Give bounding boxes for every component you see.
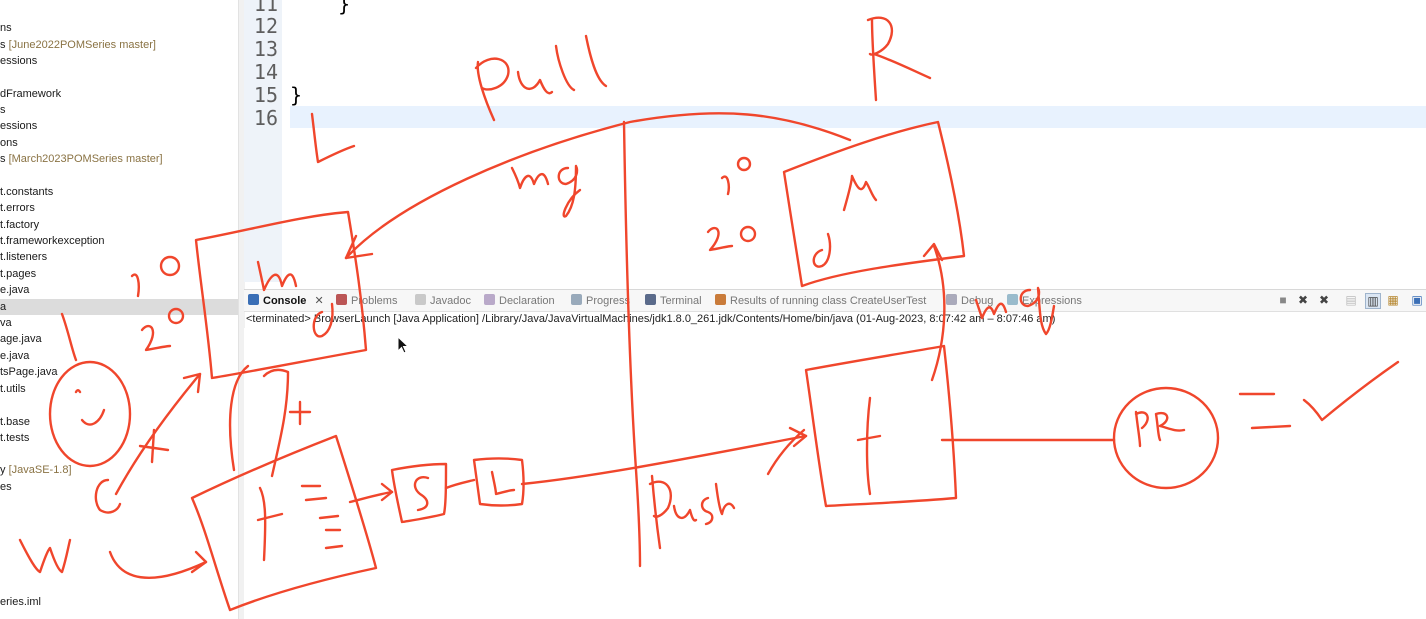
line-number: 15 bbox=[253, 83, 278, 107]
git-repo-label: [March2023POMSeries master] bbox=[8, 153, 163, 165]
line-number: 13 bbox=[253, 37, 278, 61]
line-number: 12 bbox=[253, 14, 278, 38]
tree-item[interactable]: y [JavaSE-1.8] bbox=[0, 464, 72, 476]
mouse-pointer-icon bbox=[397, 336, 409, 354]
testng-icon bbox=[715, 294, 726, 305]
tree-item[interactable]: es bbox=[0, 481, 12, 493]
declaration-icon bbox=[484, 294, 495, 305]
console-view-tabbar: Console ✕ Problems Javadoc Declaration P… bbox=[244, 289, 1426, 312]
tree-item[interactable]: va bbox=[0, 317, 12, 329]
tree-item[interactable]: tsPage.java bbox=[0, 366, 58, 378]
line-number-gutter: 11 12 13 14 15 16 bbox=[244, 0, 282, 282]
code-line: } bbox=[290, 0, 351, 16]
line-number: 14 bbox=[253, 60, 278, 84]
display-console-icon[interactable]: ▣ bbox=[1411, 293, 1423, 307]
jre-library-label: [JavaSE-1.8] bbox=[8, 464, 72, 476]
current-line-highlight bbox=[290, 106, 1426, 128]
tree-item[interactable]: t.tests bbox=[0, 432, 30, 444]
tab-console[interactable]: Console ✕ bbox=[248, 293, 324, 309]
tab-javadoc[interactable]: Javadoc bbox=[415, 293, 471, 309]
tree-item[interactable]: t.constants bbox=[0, 186, 54, 198]
remove-launch-icon[interactable]: ✖ bbox=[1297, 293, 1309, 307]
terminal-icon bbox=[645, 294, 656, 305]
tree-item[interactable]: s [March2023POMSeries master] bbox=[0, 153, 163, 165]
tree-item[interactable]: age.java bbox=[0, 333, 42, 345]
word-wrap-icon[interactable]: ▦ bbox=[1387, 293, 1399, 307]
tree-item[interactable]: essions bbox=[0, 120, 38, 132]
tree-item[interactable]: ns bbox=[0, 22, 12, 34]
code-line: } bbox=[290, 83, 303, 107]
problems-icon bbox=[336, 294, 347, 305]
tree-item[interactable]: essions bbox=[0, 55, 38, 67]
progress-icon bbox=[571, 294, 582, 305]
terminate-icon[interactable]: ■ bbox=[1279, 293, 1287, 307]
line-number: 11 bbox=[253, 0, 278, 16]
debug-icon bbox=[946, 294, 957, 305]
console-launch-status: <terminated> BrowserLaunch [Java Applica… bbox=[246, 313, 1056, 325]
project-explorer: ns s [June2022POMSeries master] essions … bbox=[0, 0, 238, 619]
tree-item[interactable]: t.errors bbox=[0, 202, 35, 214]
tab-testng-results[interactable]: Results of running class CreateUserTest bbox=[715, 293, 926, 309]
tree-item[interactable]: s bbox=[0, 104, 6, 116]
tab-progress[interactable]: Progress bbox=[571, 293, 630, 309]
tree-item[interactable]: t.factory bbox=[0, 219, 40, 231]
tree-item[interactable]: t.frameworkexception bbox=[0, 235, 105, 247]
tree-item[interactable]: dFramework bbox=[0, 88, 62, 100]
git-repo-label: [June2022POMSeries master] bbox=[8, 39, 156, 51]
tab-expressions[interactable]: Expressions bbox=[1007, 293, 1082, 309]
tab-debug[interactable]: Debug bbox=[946, 293, 993, 309]
tree-item[interactable]: t.pages bbox=[0, 268, 37, 280]
tree-item[interactable]: t.base bbox=[0, 416, 30, 428]
close-icon[interactable]: ✕ bbox=[314, 295, 324, 307]
tree-item[interactable]: t.utils bbox=[0, 383, 26, 395]
expressions-icon bbox=[1007, 294, 1018, 305]
tree-item-selected[interactable]: a bbox=[0, 299, 238, 315]
tab-declaration[interactable]: Declaration bbox=[484, 293, 555, 309]
console-icon bbox=[248, 294, 259, 305]
scroll-lock-icon[interactable]: ▥ bbox=[1365, 293, 1381, 309]
tree-item[interactable]: e.java bbox=[0, 284, 30, 296]
tree-item[interactable]: e.java bbox=[0, 350, 30, 362]
clear-console-icon[interactable]: ▤ bbox=[1345, 293, 1357, 307]
javadoc-icon bbox=[415, 294, 426, 305]
console-output[interactable] bbox=[244, 328, 1426, 619]
remove-all-terminated-icon[interactable]: ✖ bbox=[1318, 293, 1330, 307]
tree-item[interactable]: s [June2022POMSeries master] bbox=[0, 39, 156, 51]
tree-item[interactable]: ons bbox=[0, 137, 18, 149]
tab-terminal[interactable]: Terminal bbox=[645, 293, 702, 309]
tab-problems[interactable]: Problems bbox=[336, 293, 397, 309]
tree-item[interactable]: eries.iml bbox=[0, 596, 41, 608]
line-number: 16 bbox=[253, 106, 278, 130]
tree-item[interactable]: t.listeners bbox=[0, 251, 48, 263]
code-editor[interactable]: 11 12 13 14 15 16 } } bbox=[244, 0, 1426, 282]
